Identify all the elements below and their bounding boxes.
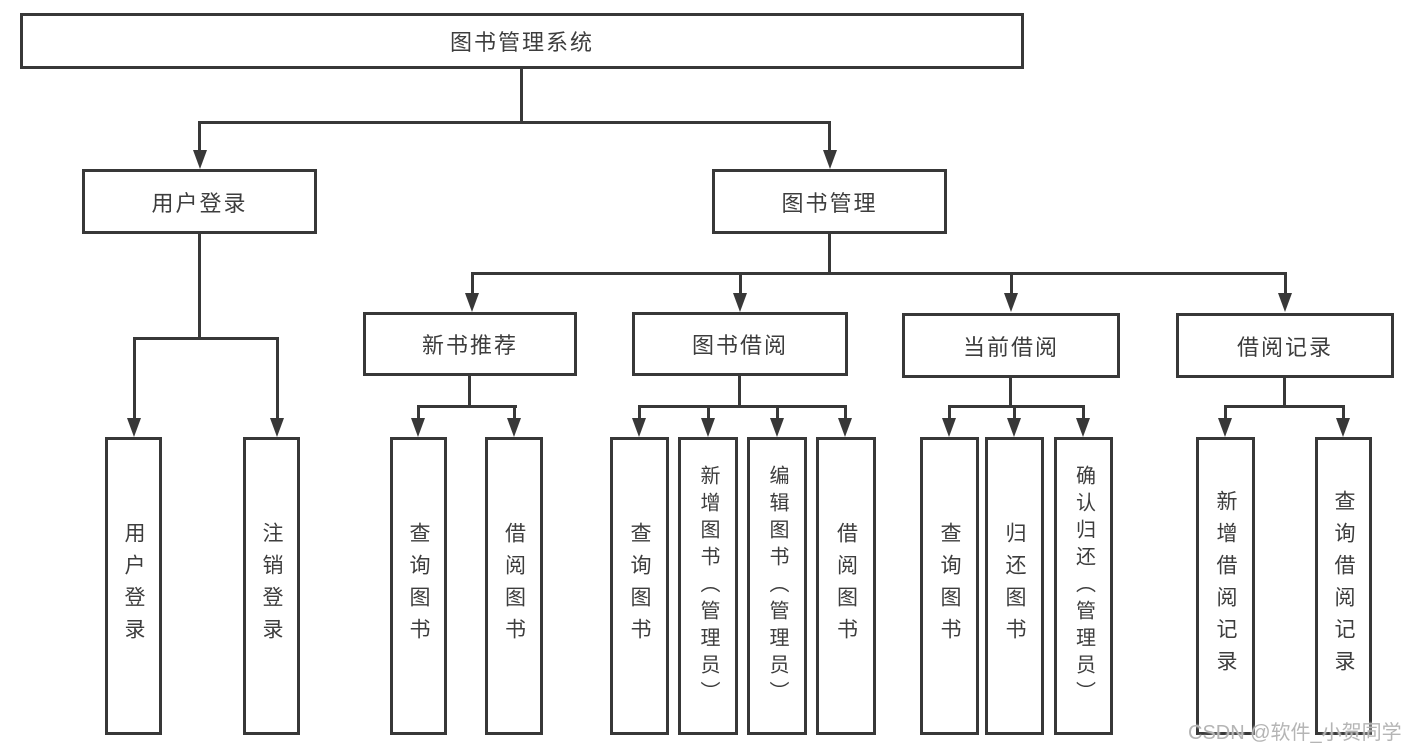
arrow-down-icon — [1218, 418, 1232, 437]
leaf-user-login-label: 用户登录 — [122, 522, 145, 650]
connector-drop — [948, 405, 951, 421]
leaf-user-login: 用户登录 — [105, 437, 162, 735]
connector-userlogin-split — [133, 337, 279, 340]
connector-stem — [1283, 378, 1286, 408]
arrow-down-icon — [465, 293, 479, 312]
arrow-down-icon — [770, 418, 784, 437]
leaf-return-book-label: 归还图书 — [1003, 522, 1026, 650]
leaf-add-borrow-record: 新增借阅记录 — [1196, 437, 1255, 735]
connector-drop — [776, 405, 779, 421]
connector-split — [638, 405, 847, 408]
connector-drop — [1224, 405, 1227, 421]
connector-drop — [471, 272, 474, 295]
connector-drop — [638, 405, 641, 421]
leaf-logout-label: 注销登录 — [260, 522, 283, 650]
leaf-query-book-recommend: 查询图书 — [390, 437, 447, 735]
node-book-borrow-label: 图书借阅 — [691, 333, 788, 358]
connector-drop — [513, 405, 516, 421]
arrow-down-icon — [1076, 418, 1090, 437]
leaf-logout: 注销登录 — [243, 437, 300, 735]
leaf-add-borrow-record-label: 新增借阅记录 — [1214, 490, 1237, 682]
leaf-edit-book-admin: 编辑图书（管理员） — [747, 437, 807, 735]
connector-drop — [1342, 405, 1345, 421]
node-user-login-label: 用户登录 — [151, 190, 248, 216]
connector-drop — [844, 405, 847, 421]
connector-stem — [468, 376, 471, 408]
arrow-down-icon — [733, 293, 747, 312]
arrow-down-icon — [411, 418, 425, 437]
arrow-down-icon — [632, 418, 646, 437]
connector-level3-split — [471, 272, 1287, 275]
arrow-down-icon — [1278, 293, 1292, 312]
connector-drop — [1013, 405, 1016, 421]
arrow-down-icon — [823, 150, 837, 169]
node-root: 图书管理系统 — [20, 13, 1024, 69]
arrow-down-icon — [701, 418, 715, 437]
connector-drop — [1010, 272, 1013, 295]
leaf-borrow-book-recommend: 借阅图书 — [485, 437, 543, 735]
connector-drop — [133, 337, 136, 421]
connector-drop — [707, 405, 710, 421]
connector-split — [417, 405, 517, 408]
watermark: CSDN @软件_小贺同学 — [1188, 722, 1402, 744]
connector-drop — [1284, 272, 1287, 295]
connector-split — [1224, 405, 1345, 408]
leaf-query-borrow-record-label: 查询借阅记录 — [1332, 490, 1355, 682]
leaf-borrow-book-label: 借阅图书 — [834, 522, 858, 650]
arrow-down-icon — [127, 418, 141, 437]
arrow-down-icon — [1004, 293, 1018, 312]
leaf-borrow-book: 借阅图书 — [816, 437, 876, 735]
node-book-management-label: 图书管理 — [781, 190, 878, 216]
leaf-query-book-recommend-label: 查询图书 — [407, 522, 430, 650]
arrow-down-icon — [1336, 418, 1350, 437]
leaf-borrow-book-recommend-label: 借阅图书 — [502, 522, 526, 650]
connector-drop — [1082, 405, 1085, 421]
connector-drop — [828, 121, 831, 152]
node-book-borrow: 图书借阅 — [632, 312, 848, 376]
leaf-edit-book-admin-label: 编辑图书（管理员） — [766, 464, 788, 708]
node-current-borrow: 当前借阅 — [902, 313, 1120, 378]
node-current-borrow-label: 当前借阅 — [962, 334, 1059, 360]
connector-level2-split — [198, 121, 831, 124]
connector-drop — [739, 272, 742, 295]
arrow-down-icon — [193, 150, 207, 169]
arrow-down-icon — [838, 418, 852, 437]
connector-userlogin-stem — [198, 234, 201, 340]
leaf-query-book-borrow: 查询图书 — [610, 437, 669, 735]
node-root-label: 图书管理系统 — [449, 30, 594, 55]
node-user-login: 用户登录 — [82, 169, 317, 234]
arrow-down-icon — [1007, 418, 1021, 437]
connector-stem — [738, 376, 741, 408]
leaf-return-book: 归还图书 — [985, 437, 1044, 735]
leaf-confirm-return-admin-label: 确认归还（管理员） — [1072, 464, 1095, 708]
connector-split — [948, 405, 1085, 408]
leaf-query-book-current-label: 查询图书 — [938, 522, 961, 650]
arrow-down-icon — [270, 418, 284, 437]
leaf-query-borrow-record: 查询借阅记录 — [1315, 437, 1372, 735]
leaf-add-book-admin: 新增图书（管理员） — [678, 437, 738, 735]
connector-stem — [1009, 378, 1012, 408]
connector-drop — [198, 121, 201, 152]
node-book-management: 图书管理 — [712, 169, 947, 234]
node-new-book-recommend: 新书推荐 — [363, 312, 577, 376]
arrow-down-icon — [507, 418, 521, 437]
leaf-confirm-return-admin: 确认归还（管理员） — [1054, 437, 1113, 735]
leaf-query-book-borrow-label: 查询图书 — [628, 522, 651, 650]
node-new-book-recommend-label: 新书推荐 — [421, 333, 518, 358]
connector-root-stem — [520, 68, 523, 124]
connector-drop — [276, 337, 279, 421]
connector-bookmgmt-stem — [828, 234, 831, 275]
connector-drop — [417, 405, 420, 421]
node-borrow-records-label: 借阅记录 — [1236, 334, 1333, 360]
leaf-add-book-admin-label: 新增图书（管理员） — [697, 464, 719, 708]
arrow-down-icon — [942, 418, 956, 437]
leaf-query-book-current: 查询图书 — [920, 437, 979, 735]
node-borrow-records: 借阅记录 — [1176, 313, 1394, 378]
